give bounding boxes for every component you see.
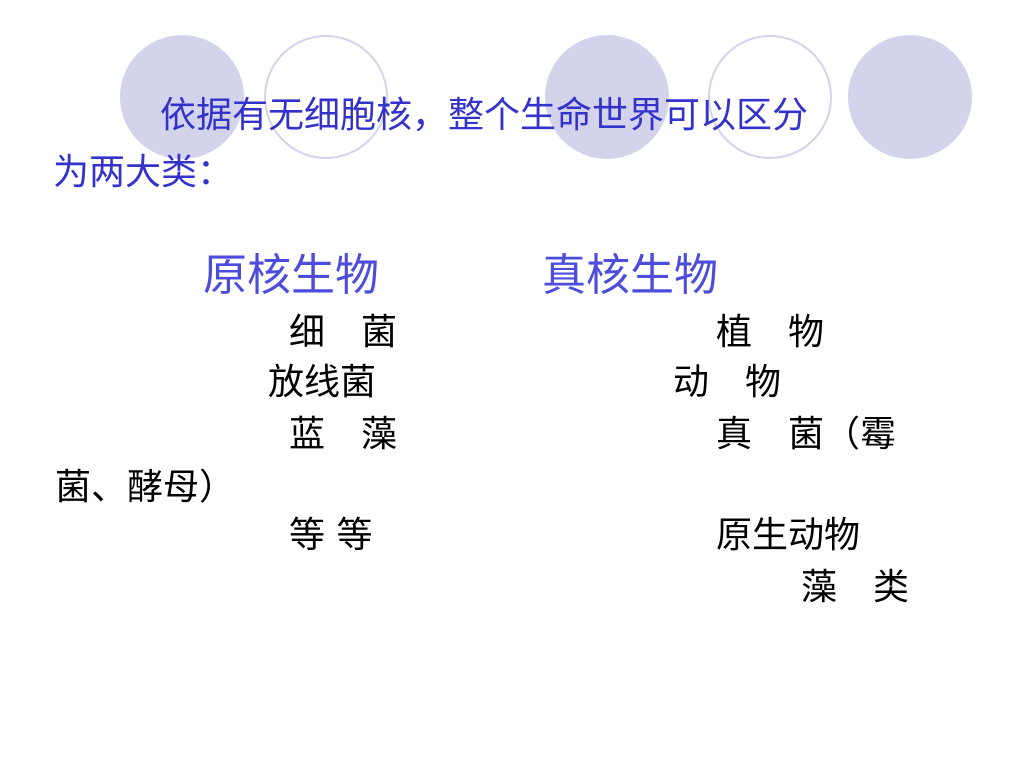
eukaryote-item-protozoa: 原生动物 (716, 515, 861, 556)
decorative-circle-filled (848, 35, 972, 159)
eukaryote-item-algae: 藻 类 (801, 567, 910, 608)
eukaryote-item-animals: 动 物 (673, 362, 782, 403)
decorative-circle-ring (264, 35, 388, 159)
prokaryote-item-etc: 等 等 (289, 515, 373, 556)
prokaryote-item-cyanobacteria: 蓝 藻 (289, 414, 398, 455)
intro-text-line-2: 为两大类： (53, 152, 234, 193)
decorative-circle-filled (545, 35, 669, 159)
intro-text-line-1: 依据有无细胞核，整个生命世界可以区分 (160, 95, 809, 136)
decorative-circle-filled (120, 35, 244, 159)
decorative-circle-ring (708, 35, 832, 159)
eukaryote-heading: 真核生物 (542, 250, 718, 301)
eukaryote-item-fungi-continued: 菌、酵母） (55, 467, 236, 508)
eukaryote-item-plants: 植 物 (716, 312, 825, 353)
prokaryote-item-bacteria: 细 菌 (289, 312, 398, 353)
prokaryote-heading: 原核生物 (203, 250, 379, 301)
eukaryote-item-fungi: 真 菌（霉 (716, 414, 897, 455)
prokaryote-item-actinomycetes: 放线菌 (268, 362, 377, 403)
